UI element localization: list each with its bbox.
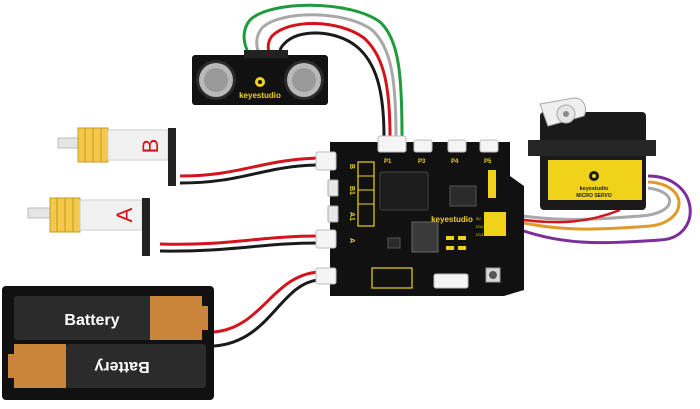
servo-logo-icon	[589, 171, 599, 181]
ultrasonic-sensor: keyestudio	[192, 50, 328, 105]
sensor-wire-gray	[255, 13, 398, 139]
battery-wires	[213, 270, 319, 348]
sensor-transducer-left	[196, 60, 236, 100]
sensor-wire-green	[242, 3, 404, 139]
motor-b: B	[57, 127, 176, 186]
header-label-d13: D13	[476, 232, 484, 237]
port-label-a: A	[348, 238, 355, 243]
regulator-chip	[411, 221, 439, 253]
logic-chip	[449, 185, 477, 207]
servo-wire-orange	[509, 180, 681, 231]
sensor-wire-red	[266, 21, 392, 139]
motor-a-wire-black	[159, 241, 319, 253]
servo-header	[484, 212, 506, 236]
sensor-brand: keyestudio	[239, 91, 281, 100]
motor-b-label: B	[138, 139, 163, 154]
bluetooth-socket	[371, 267, 413, 289]
battery-top: Battery	[14, 296, 208, 340]
board-pcb	[330, 142, 524, 296]
servo-wire-gray	[509, 186, 671, 221]
servo-horn	[539, 97, 587, 127]
motor-a-label: A	[112, 207, 137, 222]
battery-bottom: Battery	[8, 344, 206, 388]
battery-wire-black	[213, 278, 319, 348]
silkscreen-block	[357, 161, 375, 227]
board-brand: keyestudio	[431, 215, 473, 224]
motor-a-shaft	[27, 207, 53, 219]
small-chip	[387, 237, 401, 249]
battery-top-label: Battery	[64, 312, 119, 329]
micro-servo: keyestudio MICRO SERVO	[528, 97, 656, 210]
port-b-connector	[315, 151, 337, 171]
motor-a-wires	[159, 234, 319, 253]
port-b1-connector	[327, 179, 339, 197]
port-a1-connector	[327, 205, 339, 223]
motor-a-endcap	[142, 198, 150, 256]
port-label-b1: B1	[348, 186, 355, 195]
port-label-p3: P3	[418, 159, 426, 165]
port-p4-connector	[447, 139, 467, 153]
motor-a-body	[79, 199, 143, 231]
header-label-d12: D12	[476, 224, 484, 229]
jumper-header	[488, 170, 496, 198]
battery-bottom-label: Battery	[94, 358, 149, 375]
sensor-logo-icon	[255, 77, 265, 87]
port-label-p1: P1	[384, 159, 392, 165]
power-connector	[315, 267, 337, 285]
motor-b-body	[107, 129, 169, 161]
motor-b-wires	[179, 156, 319, 185]
motor-b-shaft	[57, 137, 81, 149]
motor-driver-ic	[379, 171, 429, 211]
servo-model: MICRO SERVO	[576, 193, 612, 199]
servo-wires	[509, 174, 692, 245]
battery-pack: Battery Battery	[2, 286, 214, 400]
motor-b-wire-black	[179, 163, 319, 185]
motor-a: A	[27, 197, 150, 256]
motor-a-wire-red	[159, 234, 319, 246]
battery-wire-red	[213, 270, 319, 334]
bottom-connector	[433, 273, 469, 289]
port-label-a1: A1	[348, 212, 355, 221]
port-p5-connector	[479, 139, 499, 153]
header-label-5v: 5V	[476, 216, 481, 221]
port-label-b: B	[348, 164, 355, 169]
port-label-p5: P5	[484, 159, 492, 165]
main-board: P1 P3 P4 P5 B B1 A1 A keyestudio 5V D12 …	[315, 135, 524, 296]
port-label-p4: P4	[451, 159, 459, 165]
sensor-header	[244, 50, 288, 58]
port-p3-connector	[413, 139, 433, 153]
port-p1-connector	[377, 135, 407, 153]
servo-brand: keyestudio	[580, 186, 609, 192]
servo-wire-red	[509, 208, 621, 224]
motor-b-wire-red	[179, 156, 319, 178]
motor-b-endcap	[168, 128, 176, 186]
servo-mount-tab	[528, 140, 656, 156]
sensor-transducer-right	[284, 60, 324, 100]
servo-wire-purple	[509, 174, 692, 245]
port-a-connector	[315, 229, 337, 249]
